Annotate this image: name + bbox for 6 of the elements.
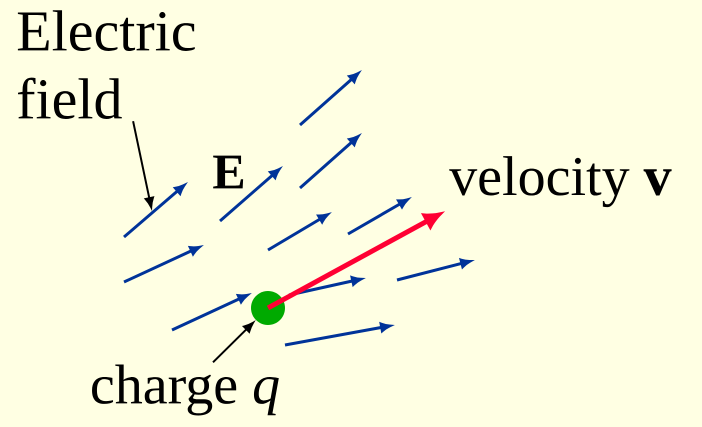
label-text: velocity v [449,156,672,208]
leader-line [212,322,254,364]
leader-line [132,121,154,208]
label-text: Electric field [18,10,195,119]
label-text: charge q [92,364,279,416]
field-symbol: E [213,156,244,188]
